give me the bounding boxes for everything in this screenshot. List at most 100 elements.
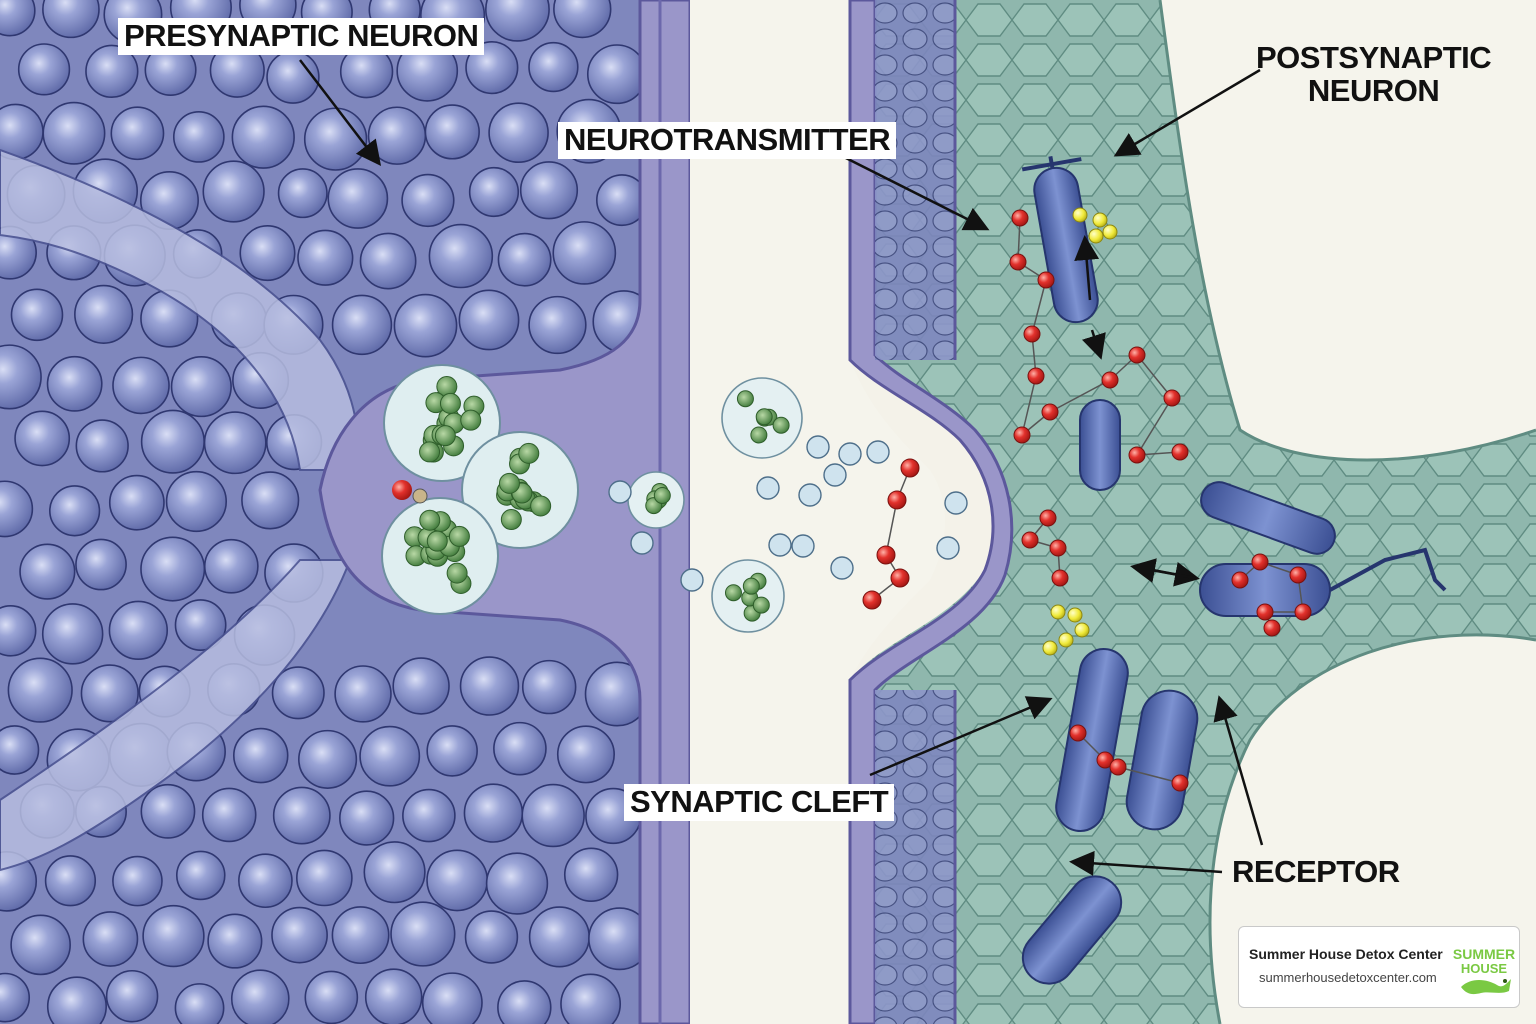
presynaptic-vesicle — [46, 355, 103, 412]
presynaptic-vesicle — [521, 659, 577, 715]
vesicle-content — [434, 425, 456, 447]
presynaptic-vesicle — [241, 471, 300, 530]
ligand-molecule — [1042, 640, 1058, 656]
presynaptic-vesicle — [41, 603, 104, 665]
presynaptic-vesicle — [463, 783, 524, 843]
presynaptic-vesicle — [528, 41, 579, 93]
neurotransmitter-molecule — [1256, 603, 1274, 621]
free-vesicle — [768, 533, 792, 557]
postsynaptic-neuron — [848, 0, 1536, 1024]
free-vesicle — [608, 480, 632, 504]
brand-url[interactable]: summerhousedetoxcenter.com — [1259, 970, 1437, 985]
presynaptic-vesicle — [238, 853, 293, 909]
presynaptic-vesicle — [42, 101, 106, 165]
presynaptic-vesicle — [553, 0, 612, 39]
presynaptic-vesicle — [390, 901, 456, 967]
presynaptic-vesicle — [0, 344, 42, 410]
presynaptic-vesicle — [174, 983, 225, 1024]
callout-lines — [299, 59, 1264, 876]
presynaptic-vesicle — [563, 847, 619, 902]
presynaptic-vesicle — [402, 788, 456, 843]
neurotransmitter-molecule — [1039, 509, 1057, 527]
vesicle-content — [750, 426, 768, 444]
extracellular-space-right — [1160, 0, 1536, 460]
presynaptic-vesicle — [459, 656, 520, 716]
presynaptic-vesicle — [142, 904, 205, 968]
neurotransmitter-molecule — [1011, 209, 1029, 227]
brand-name: Summer House Detox Center — [1249, 946, 1443, 962]
axon-branch-lower — [0, 559, 352, 872]
neurotransmitter-molecule — [1013, 426, 1031, 444]
presynaptic-vesicle — [232, 727, 289, 784]
free-vesicle — [866, 440, 890, 464]
vesicle-content — [500, 509, 522, 531]
vesicle-content — [426, 530, 448, 552]
molecule-bond — [1136, 397, 1173, 456]
presynaptic-vesicle — [46, 976, 107, 1024]
free-vesicle — [680, 568, 704, 592]
vesicle-content — [755, 408, 773, 426]
neurotransmitter-molecule — [1163, 389, 1181, 407]
vesicle-content — [530, 495, 552, 517]
neurotransmitter-molecule — [1128, 446, 1146, 464]
presynaptic-vesicle — [110, 106, 165, 161]
presynaptic-vesicle — [140, 536, 206, 602]
presynaptic-vesicle — [201, 787, 257, 843]
presynaptic-vesicle — [367, 106, 427, 165]
neurotransmitter-molecule — [1109, 758, 1127, 776]
presynaptic-vesicle — [331, 294, 393, 356]
presynaptic-vesicle — [75, 419, 129, 473]
presynaptic-vesicle — [488, 102, 549, 164]
presynaptic-vesicle — [207, 913, 263, 969]
presynaptic-vesicle — [521, 783, 585, 848]
vesicle-content — [419, 509, 441, 531]
receptor-lower-right — [1125, 689, 1199, 831]
vesicle-content — [448, 525, 470, 547]
neurotransmitter-molecule — [1251, 553, 1269, 571]
presynaptic-vesicle — [231, 105, 295, 169]
presynaptic-vesicle — [0, 972, 31, 1023]
presynaptic-vesicle — [560, 973, 622, 1024]
brand-card[interactable]: Summer House Detox Center summerhousedet… — [1238, 926, 1520, 1008]
label-synaptic-cleft: SYNAPTIC CLEFT — [624, 784, 895, 821]
vesicle-content — [419, 441, 441, 463]
neurotransmitter-molecules — [1009, 207, 1312, 792]
presynaptic-vesicle — [7, 657, 73, 723]
neurotransmitter-molecule — [1231, 571, 1249, 589]
vesicle-content — [446, 562, 468, 584]
presynaptic-vesicle — [528, 906, 590, 968]
presynaptic-vesicle — [556, 725, 615, 784]
presynaptic-vesicle — [426, 849, 489, 912]
ligand-molecule — [1092, 212, 1108, 228]
presynaptic-vesicle — [426, 725, 478, 777]
ligand-molecule — [1050, 604, 1066, 620]
presynaptic-vesicle — [75, 538, 127, 591]
presynaptic-vesicle — [364, 968, 423, 1024]
presynaptic-vesicle — [112, 356, 170, 415]
neurotransmitter-molecule — [1041, 403, 1059, 421]
presynaptic-vesicle — [175, 850, 226, 901]
presynaptic-vesicle — [271, 906, 328, 964]
vesicle-content — [460, 409, 482, 431]
presynaptic-vesicle — [485, 852, 549, 915]
neurotransmitter-molecule — [1049, 539, 1067, 557]
neurotransmitter-molecule — [1171, 443, 1189, 461]
neurotransmitter-molecule — [900, 458, 920, 478]
free-vesicle — [756, 476, 780, 500]
presynaptic-vesicle — [493, 721, 547, 776]
free-vesicle — [944, 491, 968, 515]
label-presynaptic-neuron: PRESYNAPTIC NEURON — [118, 18, 485, 55]
vesicle-content — [736, 390, 754, 408]
presynaptic-vesicle — [359, 725, 421, 787]
presynaptic-vesicle — [203, 538, 259, 594]
neurotransmitter-molecule — [1263, 619, 1281, 637]
molecule-bond — [1031, 279, 1047, 335]
molecule-bond — [1021, 375, 1037, 436]
free-vesicle — [830, 556, 854, 580]
receptor-right-upper — [1200, 481, 1336, 555]
molecule-bond — [1136, 354, 1173, 399]
free-vesicle — [798, 483, 822, 507]
neurotransmitter-molecule — [1027, 367, 1045, 385]
presynaptic-vesicle — [10, 914, 71, 976]
free-vesicle — [936, 536, 960, 560]
